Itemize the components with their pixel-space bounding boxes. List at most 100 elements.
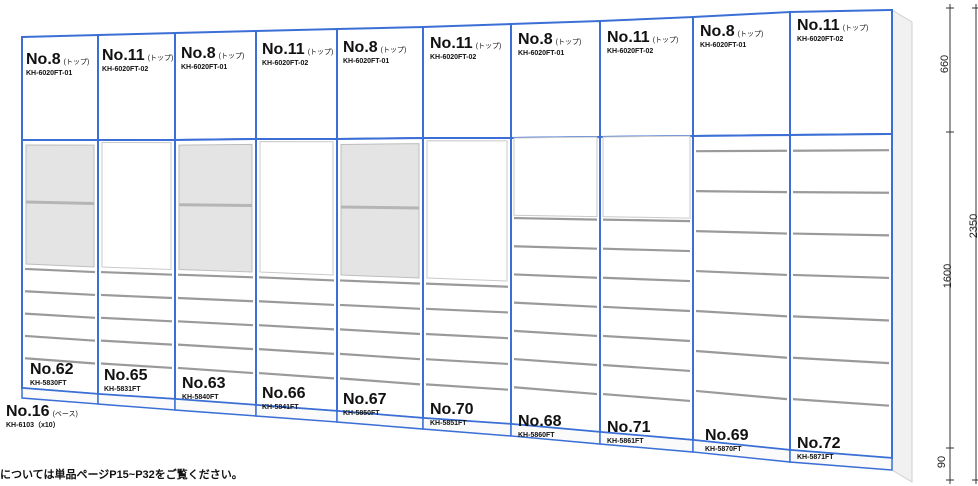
drawer-handle-line: [792, 315, 890, 322]
drawer-handle-line: [602, 334, 691, 343]
drawer-handle-line: [100, 339, 173, 346]
unit-number: No.65: [104, 367, 148, 384]
top-unit-label: No.8(トップ)KH-6020FT-01: [181, 46, 245, 72]
drawer-handle-line: [177, 366, 254, 375]
unit-number: No.62: [30, 361, 74, 378]
unit-tag: (トップ): [307, 49, 334, 56]
unit-code: KH-5871FT: [797, 454, 834, 461]
drawer-handle-line: [339, 328, 421, 336]
drawer-handle-line: [513, 216, 598, 221]
unit-tag: (トップ): [475, 43, 502, 50]
top-unit-label: No.8(トップ)KH-6020FT-01: [518, 31, 581, 58]
unit-code: KH-6020FT-02: [607, 48, 654, 55]
top-unit-label: No.11(トップ)KH-6020FT-02: [262, 41, 334, 68]
drawer-handle-line: [792, 232, 890, 237]
drawer-handle-line: [24, 267, 96, 274]
unit-code: KH-5860FT: [518, 432, 555, 439]
drawer-handle-line: [602, 392, 691, 403]
unit-number: No.63: [182, 375, 226, 392]
drawer-handle-line: [695, 230, 788, 235]
door-panel: [101, 142, 172, 271]
drawer-handle-line: [792, 191, 890, 194]
footnote: については単品ページP15~P32をご覧ください。: [0, 469, 243, 481]
drawer-handle-line: [513, 357, 598, 367]
drawer-handle-line: [425, 358, 509, 366]
drawer-handle-line: [339, 377, 421, 386]
unit-number: No.8: [518, 31, 553, 48]
drawer-handle-line: [602, 363, 691, 373]
dimension-label-total: 2350: [968, 213, 978, 239]
unit-number: No.68: [518, 413, 562, 430]
drawer-handle-line: [602, 247, 691, 253]
top-unit-label: No.8(トップ)KH-6020FT-01: [343, 39, 407, 66]
unit-number: No.11: [430, 35, 473, 52]
drawer-handle-line: [339, 352, 421, 361]
drawer-handle-line: [695, 389, 788, 401]
drawer-handle-line: [24, 334, 96, 342]
drawer-handle-line: [258, 324, 335, 331]
unit-code: KH-5830FT: [30, 380, 67, 387]
top-unit-label: No.8(トップ)KH-6020FT-01: [700, 23, 764, 50]
unit-tag: (トップ): [737, 31, 764, 38]
shelf-board: [340, 205, 420, 210]
drawer-handle-line: [177, 320, 254, 327]
unit-tag: (トップ): [218, 53, 245, 60]
unit-code: KH-5840FT: [182, 394, 219, 401]
dimension-label-top: 660: [939, 54, 952, 74]
drawer-handle-line: [513, 245, 598, 250]
drawer-handle-line: [258, 348, 335, 355]
open-shelf-interior: [178, 143, 253, 273]
drawer-handle-line: [100, 270, 173, 276]
base-unit-label: No.16(ベース)KH-6103（x10）: [6, 404, 78, 430]
drawer-handle-line: [258, 300, 335, 307]
drawer-handle-line: [695, 190, 788, 194]
unit-code: KH-6020FT-02: [430, 54, 477, 61]
unit-tag: (トップ): [652, 37, 679, 44]
open-shelf-interior: [340, 143, 420, 279]
unit-code: KH-5831FT: [104, 386, 141, 393]
unit-number: No.8: [700, 23, 735, 40]
unit-number: No.66: [262, 385, 306, 402]
drawer-handle-line: [602, 276, 691, 283]
drawer-handle-line: [425, 282, 509, 288]
drawer-handle-line: [513, 301, 598, 308]
drawer-handle-line: [792, 356, 890, 365]
open-shelf-interior: [25, 144, 95, 268]
cabinet-side-panel: [891, 9, 913, 483]
dimension-label-middle: 1600: [942, 263, 955, 289]
drawer-handle-line: [425, 307, 509, 314]
unit-number: No.11: [607, 29, 650, 46]
unit-number: No.8: [343, 39, 378, 56]
unit-code: KH-6020FT-02: [797, 36, 844, 43]
unit-number: No.67: [343, 391, 387, 408]
drawer-handle-line: [602, 218, 691, 223]
unit-number: No.11: [262, 41, 305, 58]
base-strip: [789, 449, 893, 471]
unit-code: KH-6020FT-01: [26, 70, 73, 77]
unit-number: No.11: [102, 47, 145, 64]
door-panel: [513, 136, 598, 218]
drawer-handle-line: [792, 398, 890, 407]
shelf-board: [25, 200, 95, 205]
top-unit-label: No.11(トップ) KH-6020FT-02: [430, 35, 502, 62]
unit-tag: (トップ): [380, 47, 407, 54]
unit-tag: (ベース): [52, 411, 78, 418]
drawer-handle-line: [513, 386, 598, 396]
drawer-handle-line: [177, 296, 254, 303]
drawer-handle-line: [513, 329, 598, 338]
unit-number: No.71: [607, 419, 651, 436]
unit-number: No.8: [26, 51, 61, 68]
door-panel: [426, 140, 508, 282]
unit-number: No.69: [705, 427, 749, 444]
drawer-handle-line: [425, 383, 509, 391]
unit-code: KH-6020FT-01: [518, 50, 565, 57]
drawer-handle-line: [695, 309, 788, 318]
unit-tag: (トップ): [147, 55, 174, 62]
drawer-handle-line: [695, 349, 788, 359]
